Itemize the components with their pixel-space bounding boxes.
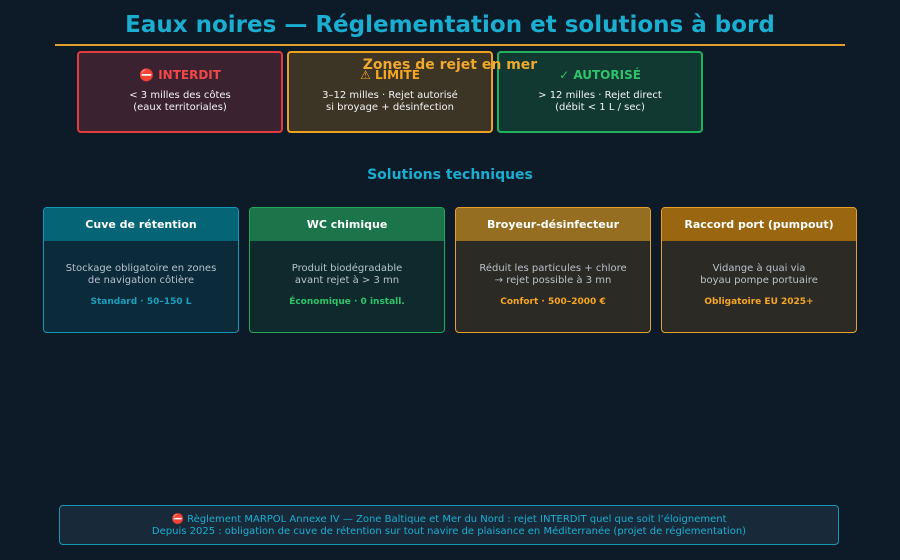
solution-card-tag: Confort · 500–2000 € [500, 297, 606, 307]
no-entry-icon: ⛔ [171, 514, 184, 525]
solution-desc-line: Stockage obligatoire en zones [65, 263, 217, 274]
solution-card-tag: Économique · 0 install. [289, 297, 405, 307]
warning-icon: ⚠ [360, 68, 371, 82]
zone-description: (débit < 1 L / sec) [555, 102, 645, 113]
solution-card-broyeur: Broyeur-désinfecteur Réduit les particul… [455, 207, 651, 333]
solution-card-title: Raccord port (pumpout) [662, 208, 856, 241]
zone-description: si broyage + désinfection [326, 102, 454, 113]
solution-desc-line: Réduit les particules + chlore [479, 263, 627, 274]
solution-card-description: Stockage obligatoire en zones de navigat… [44, 263, 238, 287]
footer-text: Règlement MARPOL Annexe IV — Zone Baltiq… [187, 514, 727, 525]
solution-card-title: WC chimique [250, 208, 444, 241]
solution-desc-line: → rejet possible à 3 mn [494, 275, 612, 286]
solution-desc-line: avant rejet à > 3 mn [294, 275, 400, 286]
solution-card-pumpout: Raccord port (pumpout) Vidange à quai vi… [661, 207, 857, 333]
zone-label: LIMITÉ [375, 68, 420, 82]
zone-title-limite: ⚠ LIMITÉ [289, 68, 491, 82]
zones-heading: Zones de rejet en mer [362, 57, 538, 73]
solution-card-description: Vidange à quai via boyau pompe portuaire [662, 263, 856, 287]
zone-label: AUTORISÉ [573, 68, 641, 82]
solution-card-title: Cuve de rétention [44, 208, 238, 241]
footer-line: Depuis 2025 : obligation de cuve de réte… [151, 526, 747, 537]
solution-desc-line: Vidange à quai via [712, 263, 806, 274]
solution-desc-line: boyau pompe portuaire [700, 275, 818, 286]
zone-description: < 3 milles des côtes [129, 90, 231, 101]
solution-card-tag: Standard · 50–150 L [90, 297, 192, 307]
solution-card-description: Réduit les particules + chlore → rejet p… [456, 263, 650, 287]
solution-desc-line: de navigation côtière [87, 275, 195, 286]
regulation-footer: ⛔ Règlement MARPOL Annexe IV — Zone Balt… [59, 505, 839, 545]
solution-desc-line: Produit biodégradable [291, 263, 403, 274]
zone-title-autorise: ✓ AUTORISÉ [499, 68, 701, 82]
zone-title-interdit: ⛔ INTERDIT [79, 68, 281, 82]
zone-card-limite: ⚠ LIMITÉ 3–12 milles · Rejet autorisé si… [287, 51, 493, 133]
title-divider [55, 44, 845, 46]
footer-line: ⛔ Règlement MARPOL Annexe IV — Zone Balt… [60, 514, 838, 526]
no-entry-icon: ⛔ [139, 68, 154, 82]
solution-card-tag: Obligatoire EU 2025+ [704, 297, 814, 307]
zone-card-autorise: ✓ AUTORISÉ > 12 milles · Rejet direct (d… [497, 51, 703, 133]
solution-card-cuve: Cuve de rétention Stockage obligatoire e… [43, 207, 239, 333]
zone-label: INTERDIT [158, 68, 221, 82]
zone-description: > 12 milles · Rejet direct [538, 90, 662, 101]
checkmark-icon: ✓ [559, 68, 570, 82]
zone-description: (eaux territoriales) [133, 102, 227, 113]
solutions-heading: Solutions techniques [367, 167, 533, 183]
solution-card-wc-chimique: WC chimique Produit biodégradable avant … [249, 207, 445, 333]
solution-card-description: Produit biodégradable avant rejet à > 3 … [250, 263, 444, 287]
solution-card-title: Broyeur-désinfecteur [456, 208, 650, 241]
zone-card-interdit: ⛔ INTERDIT < 3 milles des côtes (eaux te… [77, 51, 283, 133]
zone-description: 3–12 milles · Rejet autorisé [322, 90, 458, 101]
page-title: Eaux noires — Réglementation et solution… [125, 12, 775, 38]
